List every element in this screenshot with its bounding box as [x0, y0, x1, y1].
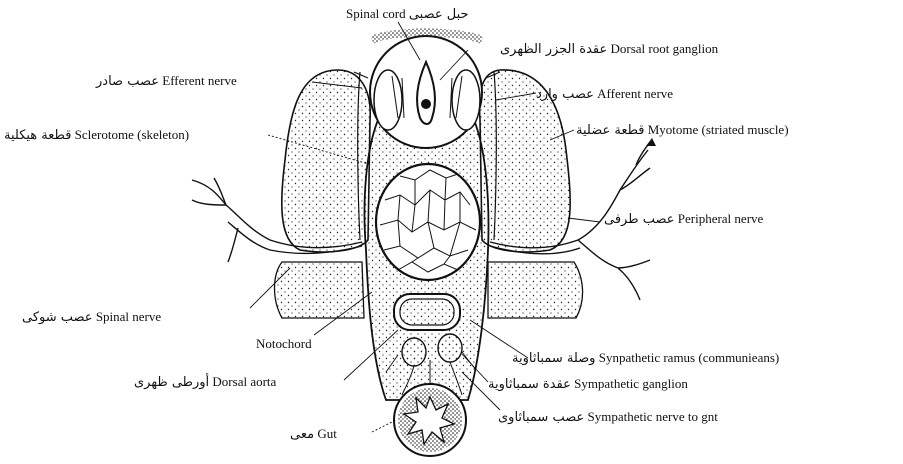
label-notochord-en: Notochord	[256, 336, 312, 351]
label-myotome-en: Myotome (striated muscle)	[648, 122, 789, 137]
label-spinal-cord: Spinal cord حبل عصبى	[346, 6, 469, 22]
label-myotome: قطعة عضلية Myotome (striated muscle)	[576, 122, 789, 138]
label-spinal-nerve: عصب شوكى Spinal nerve	[22, 309, 161, 325]
label-notochord: Notochord	[256, 336, 312, 351]
label-peripheral-nerve-en: Peripheral nerve	[678, 211, 764, 226]
label-spinal-cord-ar: حبل عصبى	[409, 7, 469, 22]
label-efferent-nerve-en: Efferent nerve	[162, 73, 236, 88]
label-afferent-nerve: عصب وارد Afferent nerve	[536, 86, 673, 102]
label-sympathetic-ramus-ar: وصلة سمباثاوية	[512, 351, 595, 366]
label-dorsal-root-ganglion-en: Dorsal root ganglion	[610, 41, 718, 56]
label-gut: معى Gut	[290, 426, 337, 442]
label-sympathetic-ramus: وصلة سمباثاوية Synpathetic ramus (commun…	[512, 350, 779, 366]
sympathetic-ganglion-right	[438, 334, 462, 362]
label-sympathetic-nerve-to-gut-en: Sympathetic nerve to gnt	[588, 409, 718, 424]
label-spinal-nerve-ar: عصب شوكى	[22, 310, 93, 325]
label-peripheral-nerve-ar: عصب طرفى	[604, 212, 675, 227]
label-afferent-nerve-en: Afferent nerve	[597, 86, 673, 101]
label-spinal-cord-en: Spinal cord	[346, 6, 406, 21]
label-gut-ar: معى	[290, 427, 314, 442]
label-sclerotome-ar: قطعة هيكلية	[4, 128, 71, 143]
label-sympathetic-nerve-to-gut: عصب سمباثاوى Sympathetic nerve to gnt	[498, 409, 718, 425]
label-spinal-nerve-en: Spinal nerve	[96, 309, 161, 324]
label-sympathetic-ganglion: عقدة سمباثاوية Sympathetic ganglion	[488, 376, 688, 392]
label-dorsal-aorta-en: Dorsal aorta	[212, 374, 276, 389]
label-sympathetic-ganglion-en: Sympathetic ganglion	[574, 376, 688, 391]
label-dorsal-aorta-ar: أورطى ظهرى	[134, 375, 209, 390]
label-sclerotome-en: Sclerotome (skeleton)	[75, 127, 189, 142]
label-afferent-nerve-ar: عصب وارد	[536, 87, 594, 102]
label-dorsal-root-ganglion: عقدة الجزر الظهرى Dorsal root ganglion	[500, 41, 718, 57]
label-dorsal-aorta: أورطى ظهرى Dorsal aorta	[134, 374, 276, 390]
label-sympathetic-nerve-to-gut-ar: عصب سمباثاوى	[498, 410, 584, 425]
label-efferent-nerve: عصب صادر Efferent nerve	[96, 73, 237, 89]
lower-mass-right	[488, 262, 583, 318]
label-sclerotome: قطعة هيكلية Sclerotome (skeleton)	[4, 127, 189, 143]
label-efferent-nerve-ar: عصب صادر	[96, 74, 159, 89]
label-sympathetic-ramus-en: Synpathetic ramus (communieans)	[599, 350, 780, 365]
label-peripheral-nerve: عصب طرفى Peripheral nerve	[604, 211, 763, 227]
label-gut-en: Gut	[317, 426, 337, 441]
label-dorsal-root-ganglion-ar: عقدة الجزر الظهرى	[500, 42, 607, 57]
sympathetic-ganglion-left	[402, 338, 426, 366]
label-sympathetic-ganglion-ar: عقدة سمباثاوية	[488, 377, 571, 392]
label-myotome-ar: قطعة عضلية	[576, 123, 644, 138]
